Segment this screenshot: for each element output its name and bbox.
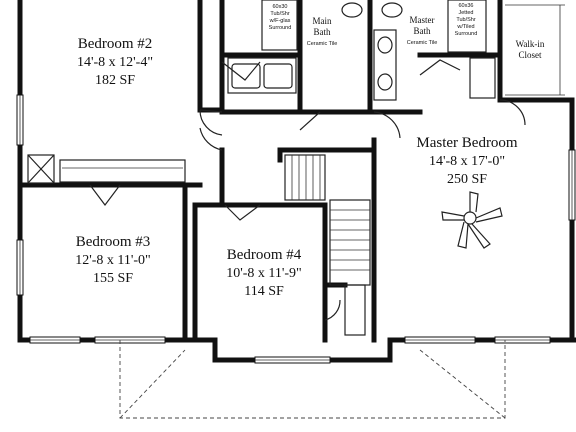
label-master-bedroom: Master Bedroom 14'-8 x 17'-0" 250 SF	[416, 135, 518, 187]
bedroom-2-name: Bedroom #2	[78, 36, 153, 52]
label-master-bath: Master Bath Ceramic Tile	[407, 15, 438, 46]
master-tub-line1: 60x36	[459, 3, 474, 9]
master-bath-fixtures	[381, 0, 565, 99]
master-bath-line2: Bath	[414, 26, 431, 36]
bedroom-2-dims: 14'-8 x 12'-4"	[77, 55, 153, 70]
label-main-tub: 60x30 Tub/Shr w/F-glas Surround	[269, 4, 292, 31]
label-master-tub: 60x36 Jetted Tub/Shr w/Tiled Surround	[455, 3, 478, 37]
master-bedroom-area: 250 SF	[447, 172, 487, 187]
ceiling-fan-icon	[441, 191, 503, 249]
main-tub-line3: w/F-glas	[269, 18, 291, 24]
master-bath-note: Ceramic Tile	[407, 40, 438, 46]
main-bath-line1: Main	[313, 16, 332, 26]
main-bath-fixtures	[227, 0, 397, 101]
bedroom-2-area: 182 SF	[95, 73, 135, 88]
walk-in-closet-line1: Walk-in	[516, 39, 545, 49]
label-bedroom-3: Bedroom #3 12'-8 x 11'-0" 155 SF	[75, 234, 151, 286]
interior-walls	[17, 0, 575, 343]
label-bedroom-4: Bedroom #4 10'-8 x 11'-9" 114 SF	[226, 247, 302, 299]
master-bedroom-dims: 14'-8 x 17'-0"	[429, 154, 505, 169]
bedroom-4-dims: 10'-8 x 11'-9"	[226, 266, 302, 281]
door-swings	[89, 59, 526, 321]
master-bedroom-name: Master Bedroom	[416, 135, 518, 151]
porch-outline	[119, 340, 506, 419]
main-bath-line2: Bath	[314, 27, 331, 37]
master-tub-line5: Surround	[455, 31, 478, 37]
windows	[16, 94, 576, 364]
master-tub-line2: Jetted	[459, 10, 474, 16]
main-bath-note: Ceramic Tile	[307, 41, 338, 47]
master-bath-line1: Master	[410, 15, 435, 25]
walk-in-closet-line2: Closet	[518, 50, 542, 60]
label-main-bath: Main Bath Ceramic Tile	[307, 16, 338, 47]
bedroom-3-name: Bedroom #3	[76, 234, 151, 250]
master-tub-line3: Tub/Shr	[456, 17, 476, 23]
hall-closet	[27, 154, 186, 184]
label-bedroom-2: Bedroom #2 14'-8 x 12'-4" 182 SF	[77, 36, 153, 88]
staircase	[284, 154, 371, 336]
bedroom-4-name: Bedroom #4	[227, 247, 302, 263]
master-tub-line4: w/Tiled	[456, 24, 474, 30]
main-tub-line2: Tub/Shr	[270, 11, 290, 17]
bedroom-3-area: 155 SF	[93, 271, 133, 286]
main-tub-line1: 60x30	[273, 4, 288, 10]
bedroom-3-dims: 12'-8 x 11'-0"	[75, 253, 151, 268]
bedroom-4-area: 114 SF	[244, 284, 284, 299]
label-walk-in-closet: Walk-in Closet	[516, 39, 545, 60]
main-tub-line4: Surround	[269, 25, 292, 31]
